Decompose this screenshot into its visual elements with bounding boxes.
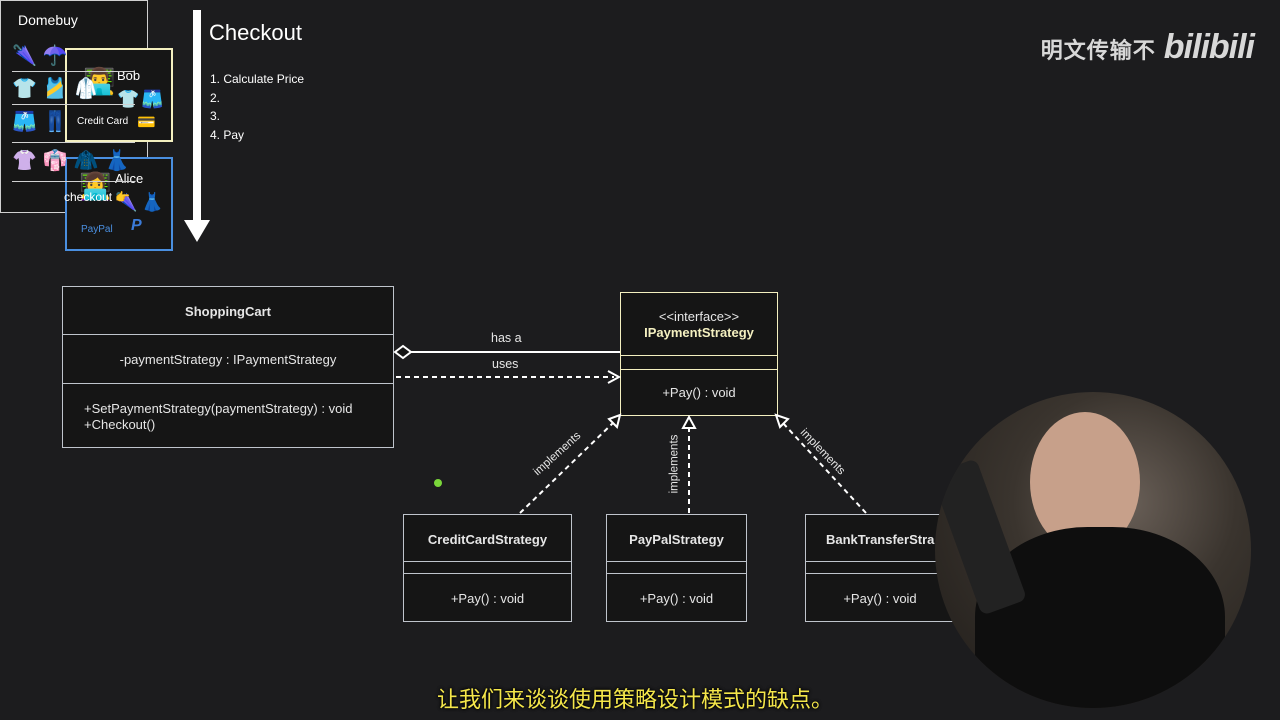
class-name: BankTransferStra: [826, 532, 935, 547]
t-shirt-icon[interactable]: 👕: [12, 78, 37, 100]
step-1: 1. Calculate Price: [210, 72, 305, 86]
shorts-icon: 🩳: [141, 89, 164, 109]
checkout-label: checkout: [64, 190, 113, 204]
class-method: +Pay() : void: [450, 591, 525, 606]
shop-divider: [12, 181, 135, 182]
webcam-presenter: [935, 392, 1251, 708]
dress-icon: 👗: [141, 192, 164, 212]
interface-stereotype: <<interface>>: [658, 309, 740, 324]
step-3: 3.: [210, 109, 221, 123]
implements-label: implements: [668, 434, 681, 494]
payment-strategy-interface: <<interface>> IPaymentStrategy +Pay() : …: [620, 292, 778, 416]
checkout-title: Checkout: [209, 20, 302, 45]
tank-top-icon[interactable]: 🎽: [42, 78, 68, 100]
watermark-text: 明文传输不: [1040, 38, 1156, 63]
interface-method: +Pay() : void: [662, 385, 736, 400]
class-divider: [621, 369, 777, 370]
shop-row-umbrellas: 🌂☂️: [12, 43, 68, 68]
flow-arrow-line: [193, 10, 201, 225]
shorts-icon[interactable]: 🩳: [12, 111, 37, 133]
class-divider: [607, 561, 746, 562]
open-umbrella-icon[interactable]: ☂️: [42, 45, 68, 67]
aggregation-diamond: [393, 344, 413, 360]
user-name: Alice: [115, 171, 144, 186]
paypal-logo-icon: P: [131, 217, 142, 234]
blouse-icon[interactable]: 👚: [12, 150, 37, 172]
umbrella-icon[interactable]: 🌂: [12, 45, 37, 67]
has-a-label: has a: [491, 331, 522, 345]
video-subtitle: 让我们来谈谈使用策略设计模式的缺点。: [436, 687, 833, 712]
woman-technologist-icon: 👩‍💻: [79, 171, 112, 201]
pointing-hand-icon: 👉: [115, 190, 131, 204]
class-divider: [621, 355, 777, 356]
man-technologist-icon: 👨‍💻: [83, 66, 116, 96]
uses-label: uses: [492, 357, 519, 371]
jeans-icon[interactable]: 👖: [42, 111, 68, 133]
credit-card-icon: 💳: [137, 114, 156, 131]
flow-arrow-head: [184, 220, 210, 242]
coat-icon[interactable]: 🧥: [73, 150, 99, 172]
class-method: +SetPaymentStrategy(paymentStrategy) : v…: [84, 401, 353, 416]
shop-divider: [12, 71, 135, 72]
bilibili-logo: bilibili: [1163, 28, 1255, 66]
implements-arrowhead: [607, 413, 622, 429]
class-divider: [607, 573, 746, 574]
step-2: 2.: [210, 90, 221, 105]
checkout-button[interactable]: checkout 👉: [64, 190, 130, 204]
implements-arrowhead: [681, 414, 697, 429]
checkout-steps: 1. Calculate Price 2. 3. 4. Pay: [210, 70, 304, 144]
class-divider: [404, 573, 571, 574]
class-divider: [806, 561, 984, 562]
class-name: ShoppingCart: [185, 304, 271, 319]
class-divider: [63, 334, 393, 335]
kimono-icon[interactable]: 👘: [42, 150, 68, 172]
umbrella-icon: 🌂: [115, 192, 138, 212]
credit-card-strategy-class: CreditCardStrategy +Pay() : void: [403, 514, 572, 622]
class-divider: [806, 573, 984, 574]
shop-divider: [12, 104, 135, 105]
class-name: PayPalStrategy: [629, 532, 724, 547]
class-name: CreditCardStrategy: [427, 532, 548, 547]
shop-row-bottoms: 🩳👖: [12, 109, 68, 134]
shop-divider: [12, 142, 135, 143]
implements-line-credit: [519, 421, 615, 514]
class-method: +Checkout(): [84, 417, 156, 432]
cursor-dot: [434, 479, 442, 487]
class-attribute: -paymentStrategy : IPaymentStrategy: [119, 352, 337, 367]
implements-arrowhead: [774, 413, 790, 429]
interface-name: IPaymentStrategy: [644, 325, 754, 340]
user-card-alice: 👩‍💻 Alice 🌂 👗 PayPal P: [65, 157, 173, 251]
class-divider: [63, 383, 393, 384]
shop-row-tops: 👕🎽🥼: [12, 76, 99, 101]
shopping-cart-class: ShoppingCart -paymentStrategy : IPayment…: [62, 286, 394, 448]
payment-method: PayPal: [81, 224, 113, 235]
class-method: +Pay() : void: [843, 591, 917, 606]
payment-method: Credit Card: [77, 116, 129, 127]
jacket-icon[interactable]: 🥼: [73, 78, 99, 100]
presenter-shirt: [975, 527, 1225, 708]
implements-line-bank: [781, 421, 867, 514]
shop-title: Domebuy: [18, 12, 78, 28]
paypal-strategy-class: PayPalStrategy +Pay() : void: [606, 514, 747, 622]
shop-row-dresses: 👚👘🧥👗: [12, 148, 130, 173]
dress-icon[interactable]: 👗: [104, 150, 130, 172]
step-4: 4. Pay: [210, 127, 245, 142]
class-method: +Pay() : void: [639, 591, 714, 606]
class-divider: [404, 561, 571, 562]
uses-arrowhead: [607, 370, 622, 384]
bilibili-watermark: 明文传输不 bilibili: [1040, 28, 1255, 67]
microphone-icon: [935, 458, 1028, 616]
